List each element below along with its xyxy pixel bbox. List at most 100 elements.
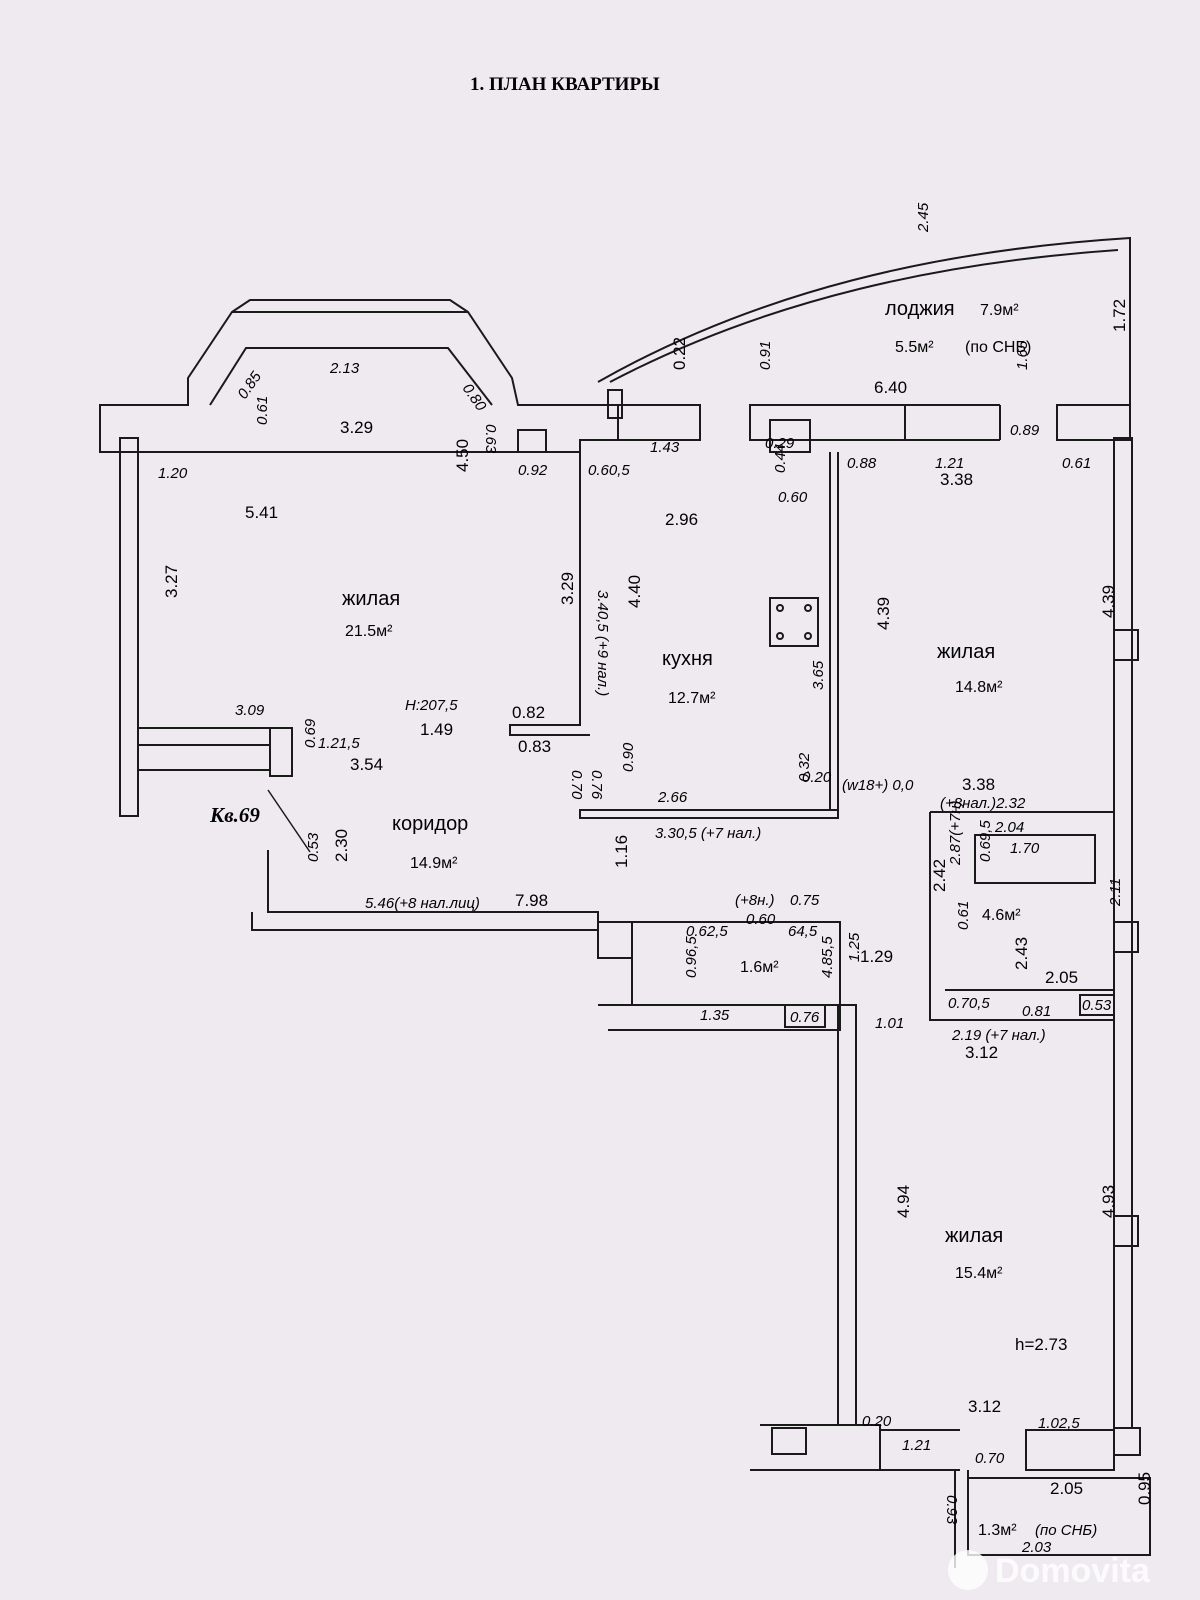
dim: 2.05 <box>1050 1479 1083 1498</box>
balcony: 1.3м² (по СНБ) <box>978 1522 1097 1539</box>
dim: 4.40 <box>625 575 644 608</box>
dim: 3.54 <box>350 755 383 774</box>
dim: 2.30 <box>332 829 351 862</box>
dim: 3.12 <box>968 1397 1001 1416</box>
dim: 2.13 <box>329 360 360 377</box>
room-name: жилая <box>937 641 995 663</box>
dim: 2.96 <box>665 510 698 529</box>
dim: 2.43 <box>1012 937 1031 970</box>
dim: (+8нал.)2.32 <box>940 795 1026 812</box>
dim: 2.04 <box>994 819 1024 836</box>
dim: 0.70,5 <box>948 995 990 1012</box>
dim: 2.19 (+7 нал.) <box>951 1027 1046 1044</box>
room-area: 12.7м² <box>668 690 716 707</box>
balcony-snb-note: (по СНБ) <box>1035 1522 1097 1539</box>
dim: 3.09 <box>235 702 265 719</box>
dim: 2.42 <box>930 859 949 892</box>
dim: 5.41 <box>245 503 278 522</box>
dim: 0.92 <box>518 462 548 479</box>
dim: 4.94 <box>894 1185 913 1218</box>
dim: 0.81 <box>1022 1003 1051 1020</box>
dim: 4.93 <box>1099 1185 1118 1218</box>
dim: 1.43 <box>650 439 680 456</box>
dim: 3.65 <box>810 660 827 690</box>
dim: 0.20 <box>862 1413 892 1430</box>
dim: 0.70 <box>568 770 585 800</box>
dim: 1.65 <box>1014 340 1031 370</box>
dim: 0.76 <box>790 1009 820 1026</box>
dim: 2.45 <box>915 202 932 233</box>
room-living1: жилая 21.5м² <box>342 588 400 640</box>
watermark-text: Domovita <box>995 1552 1151 1590</box>
room-name: жилая <box>342 588 400 610</box>
dim: 0.69,5 <box>977 820 994 862</box>
room-living2: жилая 14.8м² <box>937 641 1003 696</box>
dim: 1.35 <box>700 1007 730 1024</box>
page-title: 1. ПЛАН КВАРТИРЫ <box>470 74 660 95</box>
balcony-area: 1.3м² <box>978 1522 1017 1539</box>
corridor-height: Н:207,5 <box>405 697 458 714</box>
dim: 0.61 <box>1062 455 1091 472</box>
room-name: кухня <box>662 648 713 670</box>
dim: 0.89 <box>1010 422 1040 439</box>
loggia-arc <box>597 236 1131 405</box>
dim: 0.60,5 <box>588 462 630 479</box>
room-height: h=2.73 <box>1015 1335 1067 1354</box>
dim: 0.82 <box>512 703 545 722</box>
dim: 0.20 <box>802 769 832 786</box>
dim: 0.69 <box>302 718 319 748</box>
room-kitchen: кухня 12.7м² <box>662 648 716 707</box>
loggia-snb-note: (по СНБ) <box>965 339 1031 356</box>
loggia-area-snb: 5.5м² <box>895 339 934 356</box>
dim: 5.46(+8 нал.лиц) <box>365 895 480 912</box>
dim: 0.44 <box>772 444 789 473</box>
dim: 1.20 <box>158 465 188 482</box>
room-area: 21.5м² <box>345 623 393 640</box>
apartment-number: Кв.69 <box>209 803 260 827</box>
dim: 4.39 <box>1099 585 1118 618</box>
dim: 0.63 <box>482 424 499 454</box>
room-name: коридор <box>392 813 468 835</box>
dim: 1.21 <box>935 455 964 472</box>
room-corridor: коридор 14.9м² <box>392 813 468 872</box>
apartment-pointer <box>267 789 311 853</box>
dim: 3.29 <box>340 418 373 437</box>
dim: 64,5 <box>788 923 818 940</box>
dim: 0.83 <box>518 737 551 756</box>
dim: 0.61 <box>955 901 972 930</box>
dim: 0.80 <box>459 381 490 415</box>
dim: 4.50 <box>453 439 472 472</box>
dim: 0.53 <box>305 832 322 862</box>
dim: 0.88 <box>847 455 877 472</box>
wc-area: 1.6м² <box>740 959 779 976</box>
dim: 1.72 <box>1110 299 1129 332</box>
bath-area: 4.6м² <box>982 907 1021 924</box>
walls <box>99 236 1151 1568</box>
dim: 1.49 <box>420 720 453 739</box>
dim: 1.01 <box>875 1015 904 1032</box>
dim: 1.02,5 <box>1038 1415 1080 1432</box>
dim: (w18+) 0,0 <box>842 777 914 794</box>
room-area: 15.4м² <box>955 1265 1003 1282</box>
watermark: Domovita <box>948 1550 1151 1590</box>
dim: 0.95 <box>1135 1472 1154 1505</box>
dim: 0.93 <box>943 1495 960 1525</box>
dim: 4.85,5 <box>819 936 836 978</box>
room-area: 14.8м² <box>955 679 1003 696</box>
dim: 6.40 <box>874 378 907 397</box>
dim: 0.96,5 <box>683 936 700 978</box>
dim: 1.29 <box>860 947 893 966</box>
dim: 2.03 <box>1021 1539 1052 1556</box>
dim: 3.27 <box>162 565 181 598</box>
dim: 3.38 <box>940 470 973 489</box>
dim: 2.05 <box>1045 968 1078 987</box>
dim: 0.53 <box>1082 997 1112 1014</box>
dim: 0.70 <box>975 1450 1005 1467</box>
dim: 3.30,5 (+7 нал.) <box>655 825 761 842</box>
dim: 2.87(+7н) <box>947 800 964 866</box>
dim: 0.91 <box>757 341 774 370</box>
dim: 0.90 <box>620 742 637 772</box>
dim: 0.32 <box>796 752 813 782</box>
dim: 1.25 <box>846 932 863 962</box>
room-living3: жилая 15.4м² <box>945 1225 1003 1282</box>
